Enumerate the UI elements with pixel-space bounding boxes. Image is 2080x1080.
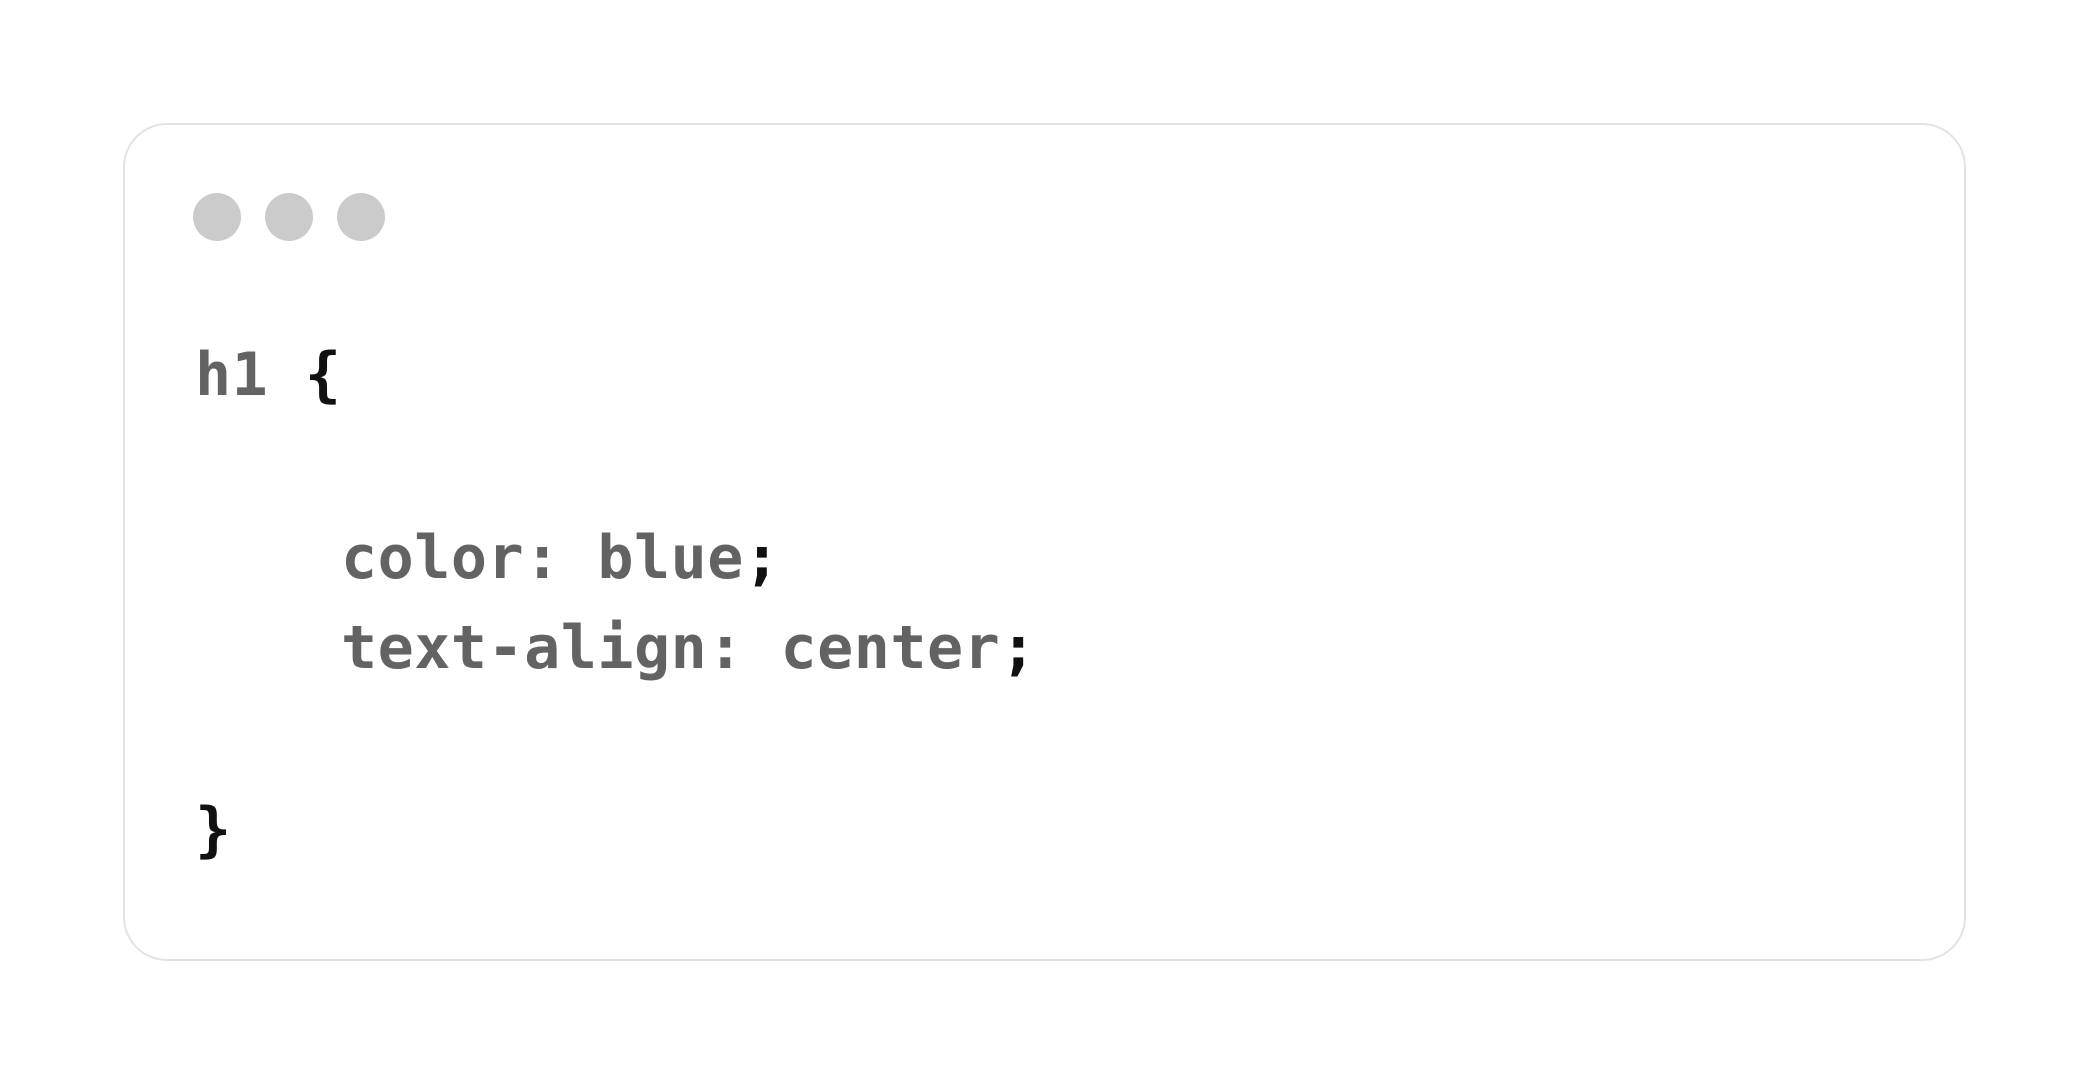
code-line-declaration: color: blue; (341, 523, 781, 593)
code-line-declaration: text-align: center; (341, 613, 1037, 683)
code-block: h1 { color: blue; text-align: center; } (195, 125, 1036, 865)
code-line-close: } (195, 795, 232, 865)
window-controls (193, 193, 385, 241)
css-value: center (780, 613, 1001, 683)
css-property: color (341, 523, 525, 593)
css-colon: : (707, 613, 744, 683)
window-dot-1 (193, 193, 241, 241)
close-brace: } (195, 795, 232, 865)
css-semicolon: ; (743, 523, 781, 593)
window-dot-2 (265, 193, 313, 241)
code-window: h1 { color: blue; text-align: center; } (123, 123, 1966, 961)
css-property: text-align (341, 613, 708, 683)
open-brace: { (304, 340, 342, 410)
css-colon: : (524, 523, 561, 593)
code-line-selector: h1 { (195, 340, 342, 410)
css-selector: h1 (195, 340, 269, 410)
css-semicolon: ; (1000, 613, 1037, 683)
window-dot-3 (337, 193, 385, 241)
css-value: blue (597, 523, 744, 593)
